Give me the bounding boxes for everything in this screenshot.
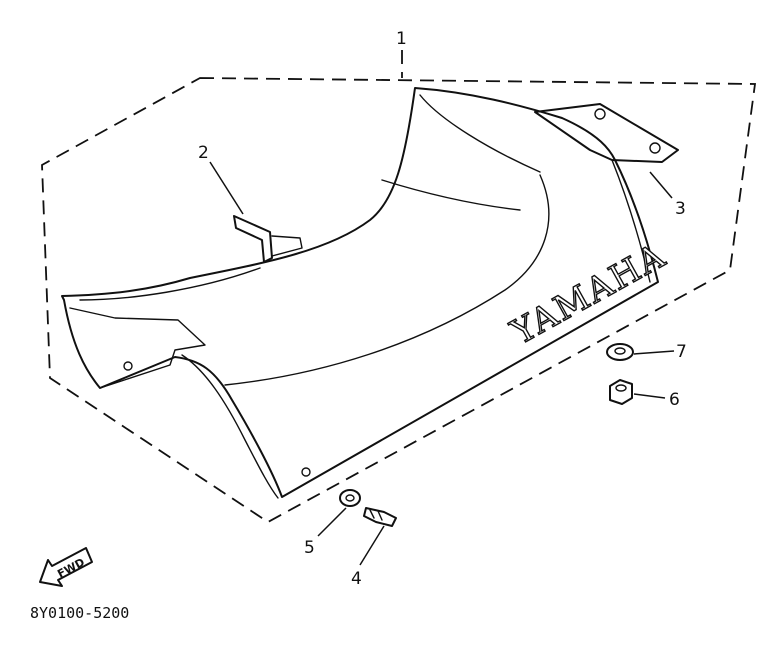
callout-3: 3 [675,199,686,219]
seat-contour-4 [79,267,261,301]
washer-part-7 [606,343,634,361]
seat-hole-rear [301,467,311,477]
svg-text:FWD: FWD [55,556,87,581]
seat-outline [61,87,659,498]
seat-hook [233,215,273,263]
callout-4-leader [359,525,385,566]
seat-contour-1 [419,94,541,173]
callout-1: 1 [396,29,407,49]
bracket-hole-2 [649,142,661,154]
nut-part-6 [609,379,633,405]
seat-assembly: YAMAHA [61,87,679,499]
assembly-boundary [41,77,757,524]
callout-7-leader [633,350,675,355]
callout-5: 5 [304,538,315,558]
seat-contour-2 [381,179,521,211]
side-panel-edge [181,354,279,499]
diagram-part-code: 8Y0100-5200 [30,604,130,622]
bracket-hole-1 [594,108,606,120]
seat-hole-front [123,361,133,371]
callout-4: 4 [351,569,362,589]
callout-3-leader [649,171,673,199]
callout-7: 7 [676,342,687,362]
bolt-part-4 [363,507,397,527]
brand-lettering: YAMAHA [504,235,673,353]
callout-2-leader [209,161,244,215]
washer-part-5 [339,489,361,507]
rear-bracket [534,103,679,163]
front-lip [69,307,206,389]
seat-contour-3 [224,174,550,386]
seat-hook-tab [271,235,303,257]
rear-fender-edge [611,159,651,283]
callout-6-leader [633,393,666,399]
fwd-arrow-icon: FWD [39,547,93,587]
callout-2: 2 [198,143,209,163]
callout-6: 6 [669,390,680,410]
callout-5-leader [317,507,347,537]
